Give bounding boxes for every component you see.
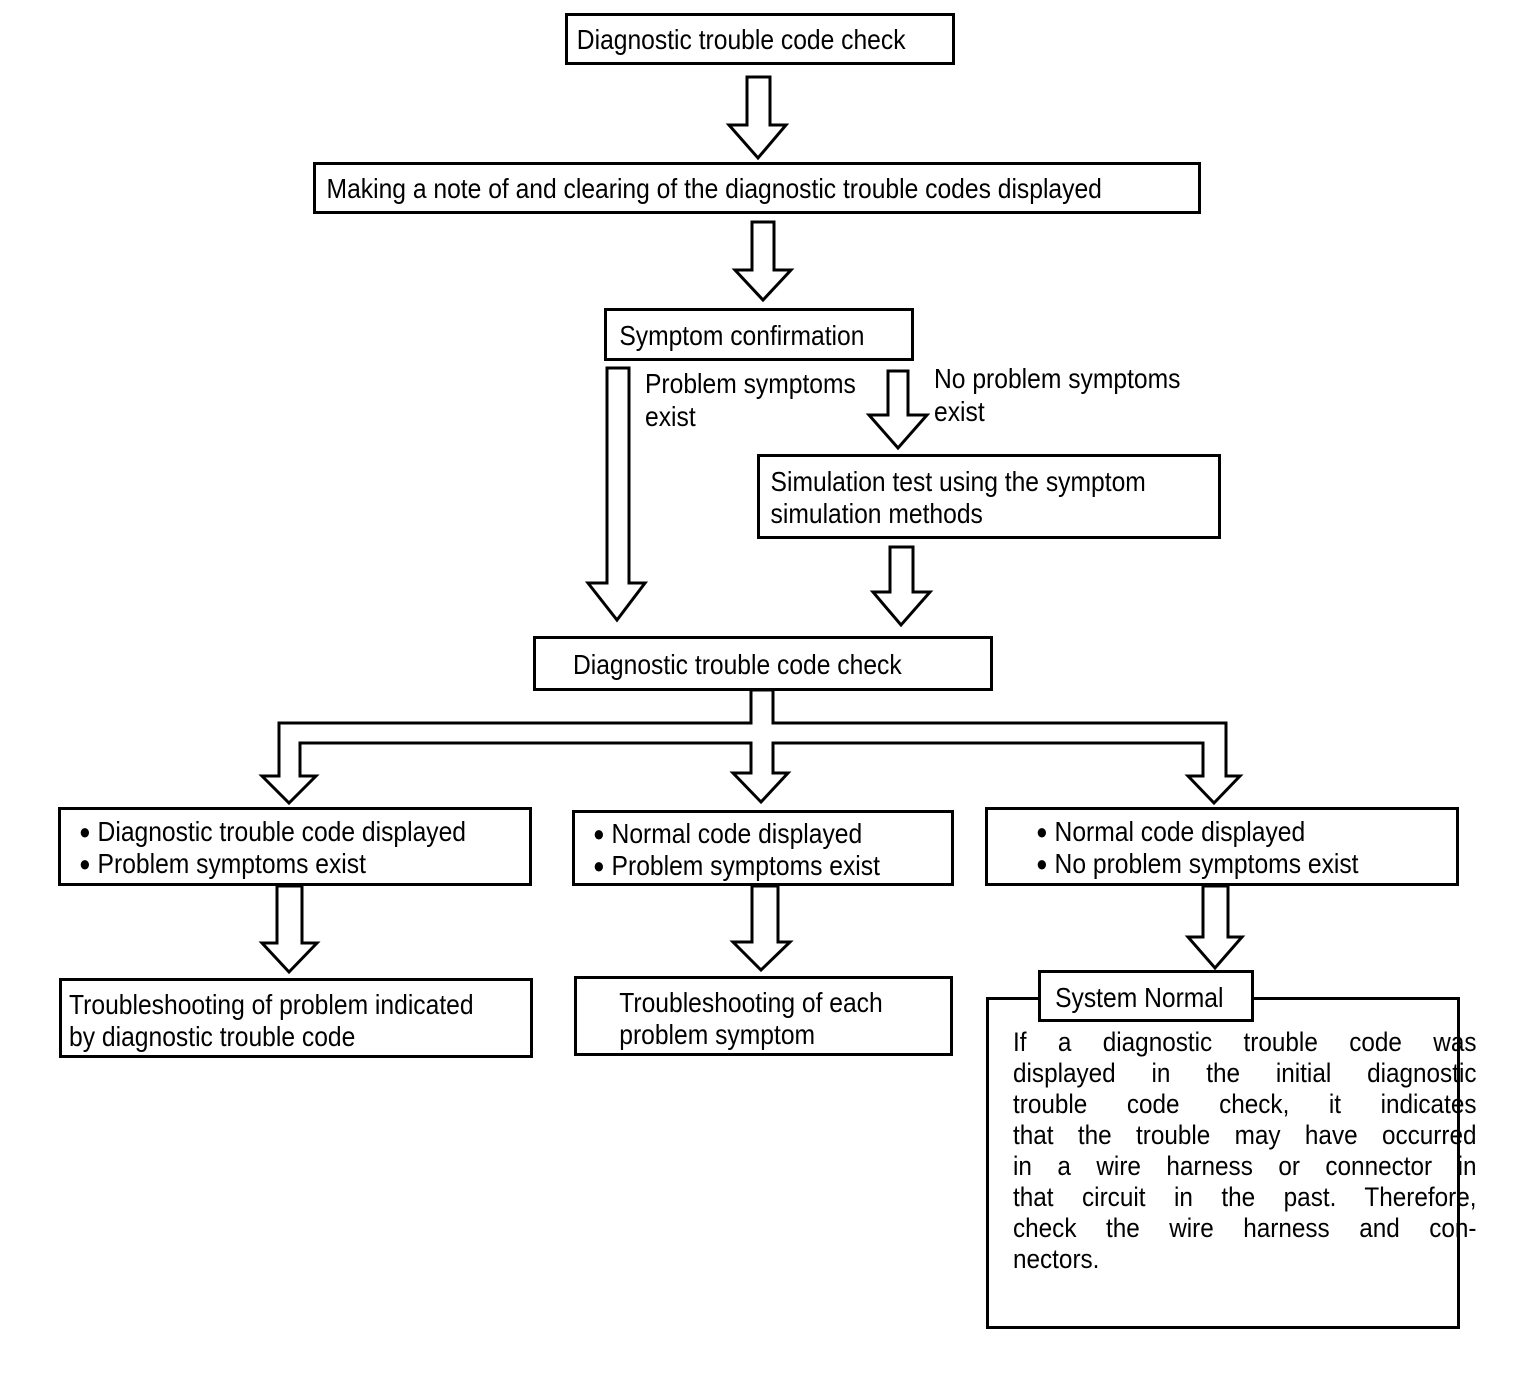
step-dtc-check-2-label: Diagnostic trouble code check: [572, 649, 902, 680]
branch-label-problem-line1: Problem symptoms: [645, 368, 856, 399]
outcome-middle-bullet-2: ● Problem symptoms exist: [593, 850, 880, 882]
system-normal-note-text: If a diagnostic trouble code was display…: [1013, 1027, 1477, 1275]
arrow-symptom-to-simulation: [865, 369, 931, 451]
step-symptom-confirmation-label: Symptom confirmation: [619, 320, 865, 351]
step-dtc-check-1-label: Diagnostic trouble code check: [576, 24, 906, 55]
arrow-outcome-right-to-system-normal: [1184, 884, 1246, 971]
outcome-right: ● Normal code displayed ● No problem sym…: [985, 807, 1459, 886]
arrow-simulation-to-dtc2: [869, 545, 934, 628]
step-note-and-clear-label: Making a note of and clearing of the dia…: [326, 173, 1102, 204]
note-line-6: that circuit in the past. Therefore,: [1013, 1182, 1477, 1212]
branch-label-problem-symptoms-exist: Problem symptoms exist: [645, 367, 885, 433]
branch-label-no-problem-line1: No problem symptoms: [934, 363, 1181, 394]
step-note-and-clear: Making a note of and clearing of the dia…: [313, 162, 1201, 214]
bullet-icon: ●: [79, 819, 91, 844]
arrow-outcome-left-to-action: [258, 884, 321, 975]
note-line-2: displayed in the initial diagnostic: [1013, 1058, 1477, 1088]
note-line-8: nectors.: [1013, 1244, 1100, 1274]
branch-label-no-problem-line2: exist: [934, 396, 985, 428]
step-dtc-check-2: Diagnostic trouble code check: [533, 636, 993, 691]
note-line-5: in a wire harness or connector in: [1013, 1151, 1477, 1181]
outcome-middle: ● Normal code displayed ● Problem sympto…: [572, 810, 954, 886]
outcome-left-bullet-2: ● Problem symptoms exist: [79, 848, 366, 880]
arrow-note-to-symptom: [731, 220, 795, 303]
arrow-outcome-middle-to-action: [729, 884, 794, 973]
bullet-icon: ●: [1036, 819, 1048, 844]
bullet-icon: ●: [1036, 851, 1048, 877]
bullet-icon: ●: [79, 851, 91, 877]
bullet-icon: ●: [593, 853, 605, 879]
action-troubleshoot-by-dtc: Troubleshooting of problem indicated by …: [59, 978, 533, 1058]
step-simulation-test: Simulation test using the symptom simula…: [757, 454, 1221, 539]
outcome-right-bullet-2: ● No problem symptoms exist: [1036, 848, 1359, 880]
outcome-left: ● Diagnostic trouble code displayed ● Pr…: [58, 807, 532, 886]
system-normal-panel: If a diagnostic trouble code was display…: [986, 997, 1477, 1329]
step-dtc-check-1: Diagnostic trouble code check: [565, 13, 955, 65]
branch-label-problem-line2: exist: [645, 401, 696, 433]
branch-label-no-problem-symptoms-exist: No problem symptoms exist: [934, 362, 1214, 428]
outcome-middle-bullet-1: ● Normal code displayed: [593, 818, 863, 849]
action-troubleshoot-each-symptom: Troubleshooting of each problem symptom: [574, 976, 953, 1056]
note-line-3: trouble code check, it indicates: [1013, 1089, 1477, 1119]
arrow-dtc2-three-way-branch: [258, 688, 1244, 806]
outcome-left-bullet-1: ● Diagnostic trouble code displayed: [79, 816, 467, 847]
action-middle-line1: Troubleshooting of each: [619, 987, 883, 1018]
outcome-right-bullet-1: ● Normal code displayed: [1036, 816, 1306, 847]
arrow-symptom-problem-exists: [584, 366, 649, 623]
note-line-1: If a diagnostic trouble code was: [1013, 1027, 1477, 1057]
system-normal-label-box: System Normal: [1038, 970, 1254, 1022]
step-simulation-line2: simulation methods: [770, 498, 983, 530]
note-line-7: check the wire harness and con-: [1013, 1213, 1477, 1243]
bullet-icon: ●: [593, 821, 605, 846]
action-left-line2: by diagnostic trouble code: [69, 1021, 356, 1053]
step-symptom-confirmation: Symptom confirmation: [604, 308, 914, 361]
action-left-line1: Troubleshooting of problem indicated: [69, 989, 474, 1020]
step-simulation-line1: Simulation test using the symptom: [770, 466, 1146, 497]
arrow-dtc1-to-note: [725, 75, 790, 161]
note-line-4: that the trouble may have occurred: [1013, 1120, 1477, 1150]
system-normal-label: System Normal: [1055, 982, 1224, 1013]
action-middle-line2: problem symptom: [619, 1019, 816, 1051]
